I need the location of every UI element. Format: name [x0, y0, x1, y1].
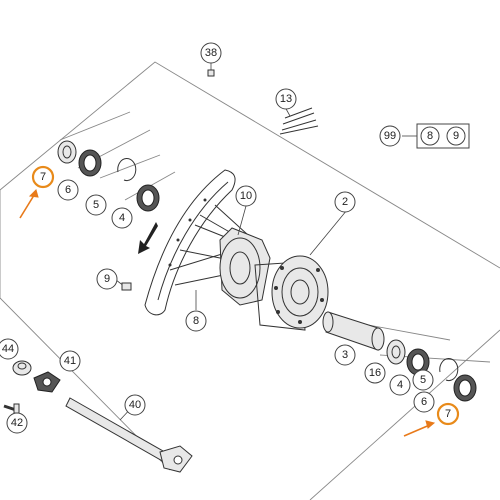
callout-circle [31, 165, 55, 189]
callout-label: 41 [64, 355, 76, 367]
callout-circle [364, 362, 386, 384]
callout-label: 7 [445, 408, 451, 420]
callout-label: 38 [205, 47, 217, 59]
callout-40-bubble: 40 [124, 394, 146, 416]
callout-label: 42 [11, 417, 23, 429]
callout-label: 2 [342, 196, 348, 208]
callout-42-bubble: 42 [6, 412, 28, 434]
part-38-screw [207, 63, 215, 77]
callout-44-bubble: 44 [0, 338, 19, 360]
callout-label: 5 [93, 199, 99, 211]
callout-8-bubble: 8 [420, 126, 440, 146]
callout-7-bubble: 7 [436, 402, 460, 426]
part-9-screw [115, 279, 132, 291]
callout-label: 10 [240, 190, 252, 202]
highlight-arrows [19, 189, 436, 437]
spacer-3 [322, 311, 385, 351]
callout-4-bubble: 4 [389, 374, 411, 396]
hub-2 [219, 227, 329, 331]
callout-label: 4 [119, 212, 125, 224]
callout-label: 99 [384, 130, 396, 142]
callout-label: 16 [369, 367, 381, 379]
callout-6-bubble: 6 [413, 391, 435, 413]
axle-40 [65, 397, 193, 473]
callout-bubbles: 38 13 99 8 9 7 6 5 4 10 2 9 8 3 16 4 5 6 7 44 41 40 42 [0, 42, 466, 434]
callout-label: 8 [427, 130, 433, 142]
callout-13-bubble: 13 [275, 88, 297, 110]
callout-circle [446, 126, 466, 146]
callout-41-bubble: 41 [59, 350, 81, 372]
callout-label: 7 [40, 171, 46, 183]
callout-label: 9 [104, 273, 110, 285]
left-circlip-5 [117, 158, 137, 182]
callout-16-bubble: 16 [364, 362, 386, 384]
right-bearing-4 [406, 348, 430, 376]
rotation-arrow [138, 222, 158, 254]
right-spacer-16 [386, 339, 406, 365]
callout-label: 6 [421, 396, 427, 408]
callout-4-bubble: 4 [111, 207, 133, 229]
callout-circle [96, 268, 118, 290]
callout-label: 13 [280, 93, 292, 105]
callout-8-bubble: 8 [185, 310, 207, 332]
callout-circle [275, 88, 297, 110]
part-42-bolt [3, 403, 20, 414]
right-circlip-5 [439, 358, 459, 382]
part-44-nut [12, 360, 32, 376]
callout-label: 8 [193, 315, 199, 327]
callout-label: 5 [420, 374, 426, 386]
callout-circle [334, 344, 356, 366]
callout-circle [334, 191, 356, 213]
callout-circle [200, 42, 222, 64]
callout-circle [436, 402, 460, 426]
callout-circle [413, 391, 435, 413]
callout-circle [0, 338, 19, 360]
callout-10-bubble: 10 [235, 185, 257, 207]
callout-label: 4 [397, 379, 403, 391]
callout-9-bubble: 9 [446, 126, 466, 146]
callout-2-bubble: 2 [334, 191, 356, 213]
callout-circle [59, 350, 81, 372]
callout-3-bubble: 3 [334, 344, 356, 366]
callout-circle [111, 207, 133, 229]
right-bearing-6 [453, 374, 477, 402]
part-99-group [402, 123, 470, 149]
callout-6-bubble: 6 [57, 179, 79, 201]
rim-10 [144, 169, 236, 316]
callout-circle [389, 374, 411, 396]
callout-circle [185, 310, 207, 332]
callout-label: 6 [65, 184, 71, 196]
left-seal-7 [57, 140, 77, 164]
left-bearing-6 [78, 149, 102, 177]
callout-label: 44 [2, 343, 14, 355]
part-41-adjuster [33, 371, 61, 393]
left-bearing-4 [136, 184, 160, 212]
callout-circle [124, 394, 146, 416]
callout-99-bubble: 99 [379, 125, 401, 147]
callout-label: 9 [453, 130, 459, 142]
callout-label: 40 [129, 399, 141, 411]
callout-circle [420, 126, 440, 146]
callout-5-bubble: 5 [85, 194, 107, 216]
callout-circle [412, 369, 434, 391]
callout-9-bubble: 9 [96, 268, 118, 290]
callout-38-bubble: 38 [200, 42, 222, 64]
callout-circle [85, 194, 107, 216]
part-13-nipples [279, 106, 319, 135]
callout-7-bubble: 7 [31, 165, 55, 189]
callout-circle [235, 185, 257, 207]
callout-circle [57, 179, 79, 201]
callout-circle [6, 412, 28, 434]
callout-label: 3 [342, 349, 348, 361]
callout-circle [379, 125, 401, 147]
callout-5-bubble: 5 [412, 369, 434, 391]
